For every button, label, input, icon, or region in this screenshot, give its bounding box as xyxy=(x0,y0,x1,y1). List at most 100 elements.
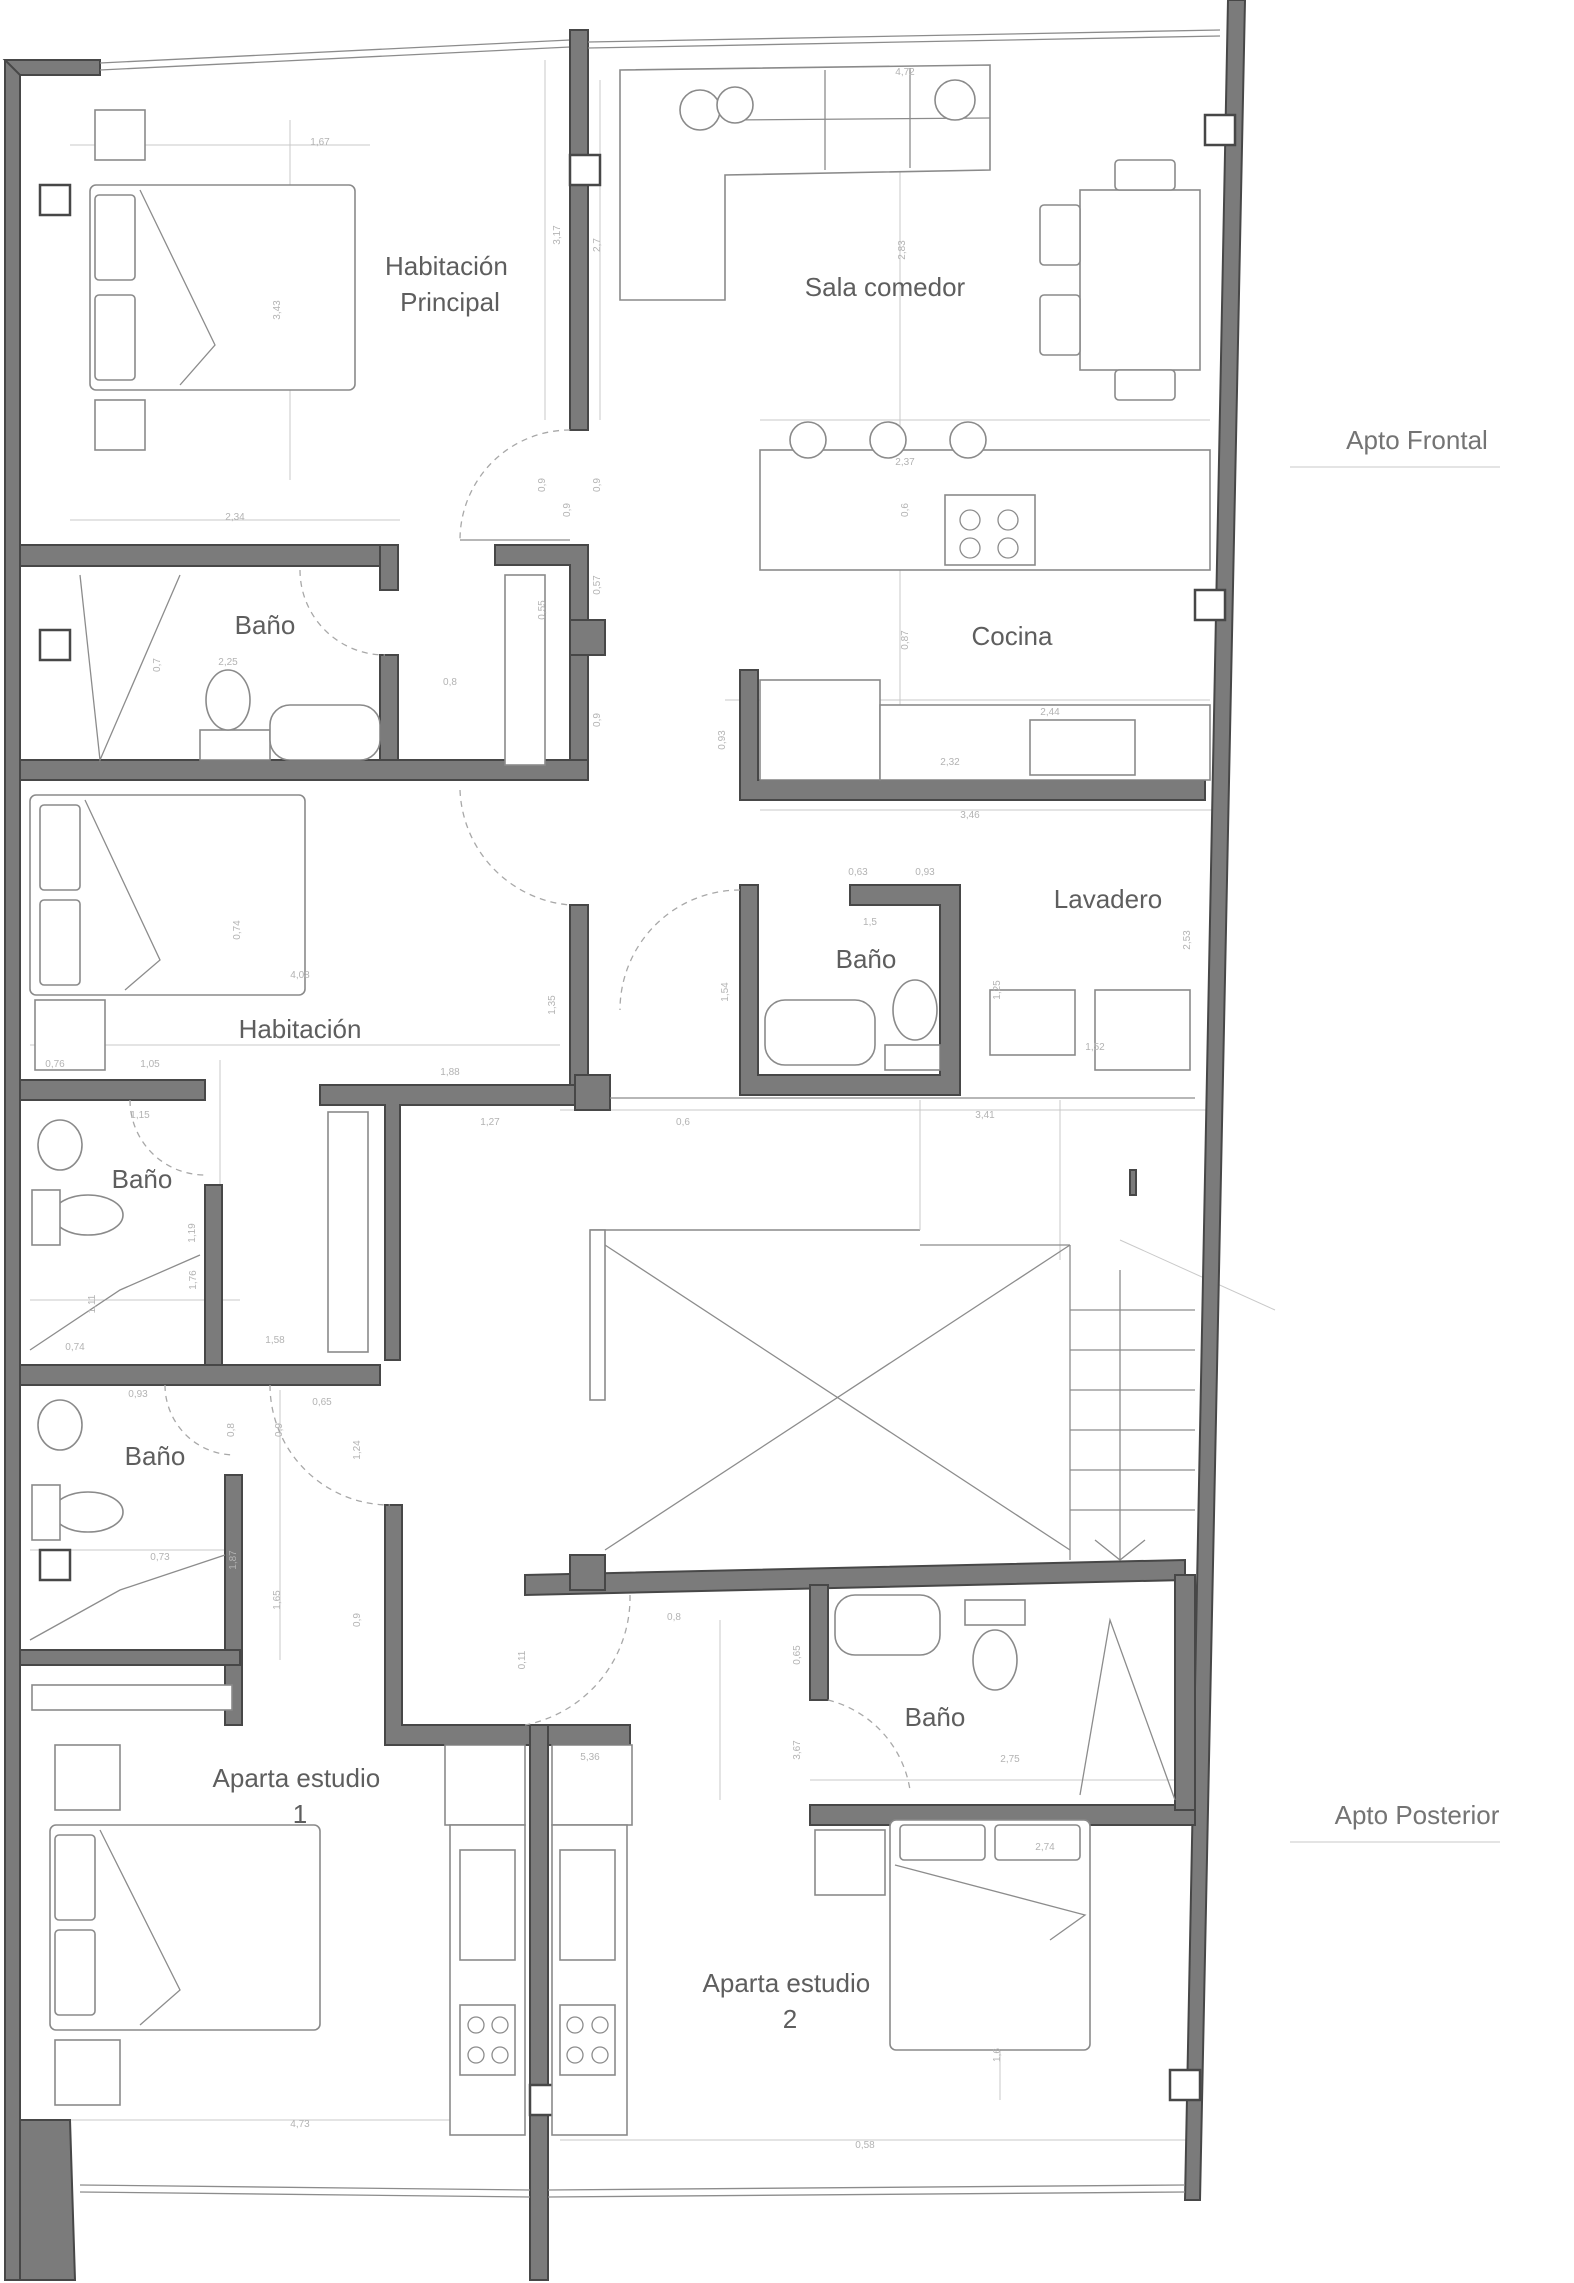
dimension-label: 0,6 xyxy=(676,1117,690,1128)
dimension-label: 0,8 xyxy=(667,1612,681,1623)
toilet xyxy=(892,979,938,1041)
dimension-label: 0,74 xyxy=(232,920,243,940)
dimension-label: 0,9 xyxy=(592,713,603,727)
dimension-label: 2,83 xyxy=(897,240,908,260)
dimension-label: 3,43 xyxy=(272,300,283,320)
dimension-label: 0,63 xyxy=(848,867,868,878)
dimension-label: 0,7 xyxy=(152,658,163,672)
dimension-label: 1,35 xyxy=(547,995,558,1015)
dimension-label: 2,37 xyxy=(895,457,915,468)
nightstand xyxy=(94,399,146,451)
dimension-label: 2,7 xyxy=(592,238,603,252)
room-label-bano-lavadero: Baño xyxy=(836,944,897,974)
nightstand xyxy=(814,1829,886,1896)
dimension-label: 0,8 xyxy=(226,1423,237,1437)
room-label-cocina: Cocina xyxy=(972,621,1053,651)
bath-separator-wall xyxy=(379,654,399,776)
dimension-label: 3,46 xyxy=(960,810,980,821)
dimension-label: 0,93 xyxy=(128,1389,148,1400)
toilet xyxy=(52,1491,124,1533)
doors xyxy=(129,429,911,1791)
left-corner-wall xyxy=(19,2119,77,2281)
dimension-label: 5,36 xyxy=(580,1752,600,1763)
dimension-label: 4,72 xyxy=(895,67,915,78)
bath-3-right-wall xyxy=(204,1184,223,1386)
nightstand xyxy=(54,2039,121,2106)
studio-2-sink xyxy=(559,1849,616,1961)
top-left-wall xyxy=(2,59,101,76)
room-label-sala-comedor: Sala comedor xyxy=(805,272,966,302)
nightstand xyxy=(94,109,146,161)
dimension-label: 0,57 xyxy=(592,575,603,595)
dimension-label: 1,88 xyxy=(440,1067,460,1078)
cabinet xyxy=(444,1744,526,1826)
nightstand xyxy=(34,999,106,1071)
master-bedroom-wall xyxy=(19,544,399,567)
dimension-label: 1,67 xyxy=(310,137,330,148)
rear-bath-left-wall xyxy=(809,1584,829,1701)
toilet xyxy=(972,1629,1018,1691)
toilet-tank xyxy=(964,1599,1026,1626)
bath-4-bottom-wall xyxy=(19,1649,241,1666)
dimension-label: 0,93 xyxy=(717,730,728,750)
dimension-label: 1,19 xyxy=(187,1223,198,1243)
column xyxy=(1168,2068,1202,2102)
dimension-label: 0,6 xyxy=(900,503,911,517)
dimension-label: 0,9 xyxy=(537,478,548,492)
dimension-label: 2,44 xyxy=(1040,707,1060,718)
closet xyxy=(327,1111,369,1353)
dimension-label: 0,9 xyxy=(352,1613,363,1627)
room-label-bano-habitacion: Baño xyxy=(112,1164,173,1194)
stair-steps xyxy=(1070,1270,1195,1561)
kitchen-sink xyxy=(1029,719,1136,776)
room-label-bano-principal: Baño xyxy=(235,610,296,640)
stair-void xyxy=(589,1100,1195,1561)
room-label-aparta-estudio-1: Aparta estudio 1 xyxy=(213,1763,388,1829)
dimension-label: 0,87 xyxy=(900,630,911,650)
dimension-label: 1,54 xyxy=(720,982,731,1002)
dimension-label: 0,73 xyxy=(150,1552,170,1563)
columns xyxy=(38,113,1237,2117)
master-bed xyxy=(89,184,356,391)
column xyxy=(38,183,72,217)
dimension-label: 3,17 xyxy=(552,225,563,245)
dimension-label: 2,75 xyxy=(1000,1754,1020,1765)
toilet-tank xyxy=(31,1189,61,1246)
dimension-label: 1,6 xyxy=(992,2048,1003,2062)
dimension-label: 0,9 xyxy=(562,503,573,517)
dimension-label: 1,25 xyxy=(992,980,1003,1000)
toilet xyxy=(52,1194,124,1236)
sink xyxy=(764,999,876,1066)
dimension-label: 0,9 xyxy=(592,478,603,492)
dimension-label: 2,53 xyxy=(1182,930,1193,950)
dimension-label: 1,11 xyxy=(87,1294,98,1313)
bath-bottom-wall xyxy=(19,759,589,781)
dimension-label: 0,76 xyxy=(45,1059,65,1070)
sink xyxy=(37,1399,83,1451)
room-label-lavadero: Lavadero xyxy=(1054,884,1162,914)
stair-marker xyxy=(1129,1169,1137,1196)
dimension-label: 2,74 xyxy=(1035,1842,1055,1853)
closet xyxy=(31,1684,233,1711)
room-labels: Habitación Principal Sala comedor Cocina… xyxy=(112,251,1163,2034)
cabinet xyxy=(551,1744,633,1826)
dimension-label: 3,67 xyxy=(792,1740,803,1760)
cooktop xyxy=(944,494,1036,566)
dimension-label: 1,58 xyxy=(265,1335,285,1346)
sink xyxy=(834,1594,941,1656)
right-exterior-wall xyxy=(1183,0,1247,2201)
dimension-label: 1,87 xyxy=(228,1550,239,1570)
sink xyxy=(37,1119,83,1171)
zone-label-apto-posterior: Apto Posterior xyxy=(1335,1800,1500,1830)
bath-lavadero-walls xyxy=(739,884,961,1096)
rear-bath-right-wall xyxy=(1174,1574,1196,1811)
dimension-label: 0,58 xyxy=(855,2140,875,2151)
laundry-sink xyxy=(1094,989,1191,1071)
dimension-label: 1,52 xyxy=(1085,1042,1105,1053)
wall-pier-2 xyxy=(574,1074,611,1111)
room-label-habitacion: Habitación xyxy=(239,1014,362,1044)
bed xyxy=(29,794,306,996)
toilet xyxy=(205,669,251,731)
